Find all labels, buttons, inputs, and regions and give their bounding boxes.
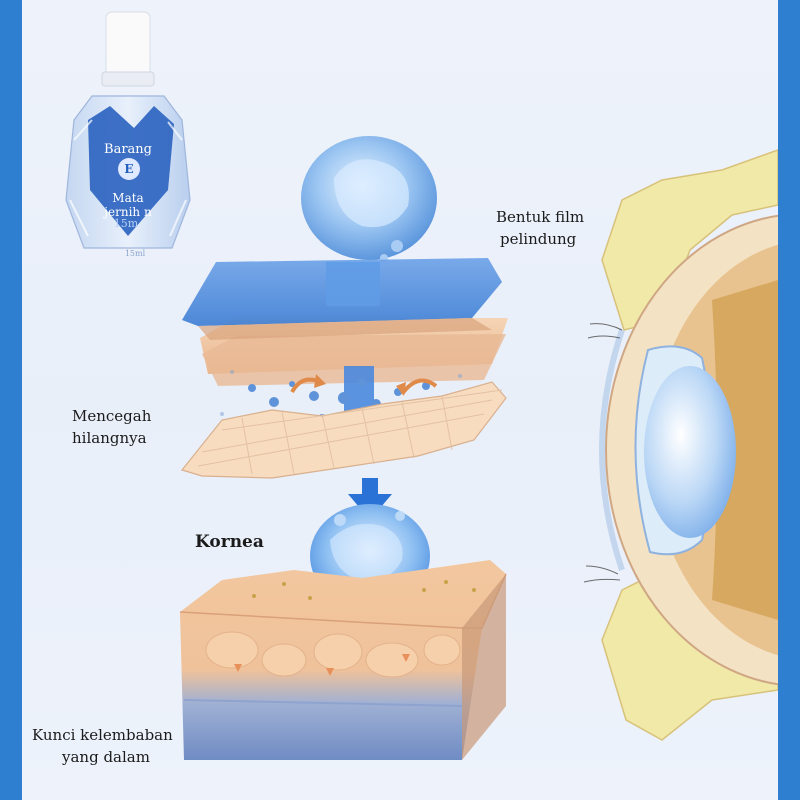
bottle-product-line-2: jernih n bbox=[104, 205, 152, 219]
bottle-fine-print: 15ml bbox=[124, 249, 146, 258]
label-cornea: Kornea bbox=[195, 532, 264, 552]
label-protective-film: Bentuk film pelindung bbox=[496, 206, 584, 250]
water-droplet bbox=[301, 136, 437, 262]
diagram-artwork bbox=[65, 11, 778, 760]
label-deep-moisture: Kunci kelembaban yang dalam bbox=[32, 724, 173, 768]
label-deep-moisture-line-2: yang dalam bbox=[62, 748, 150, 766]
background-dots bbox=[220, 370, 462, 416]
bottle-brand-label: Barang bbox=[104, 142, 152, 157]
label-deep-moisture-line-1: Kunci kelembaban bbox=[32, 726, 173, 744]
eye-cross-section bbox=[583, 149, 778, 741]
tissue-grid-layer bbox=[180, 381, 507, 479]
circulation-arrow-head-left bbox=[314, 374, 326, 388]
label-protective-film-line-2: pelindung bbox=[500, 230, 577, 248]
label-prevent-loss-line-2: hilangnya bbox=[72, 429, 147, 447]
bottle-product-line-1: Mata bbox=[112, 191, 144, 205]
skin-block bbox=[179, 560, 507, 760]
protective-film-layer bbox=[182, 258, 508, 386]
label-prevent-loss: Mencegah hilangnya bbox=[72, 405, 151, 449]
absorption-beam bbox=[326, 262, 380, 306]
bottle-letter-badge: E bbox=[118, 158, 140, 180]
circulation-arrow-head-right bbox=[396, 382, 406, 396]
label-protective-film-line-1: Bentuk film bbox=[496, 208, 585, 226]
infographic-canvas: Barang E Mata jernih n 15m 15ml Bentuk f… bbox=[22, 0, 778, 800]
bottle-product-name: Mata jernih n bbox=[84, 191, 172, 219]
bottle-volume: 15m bbox=[113, 217, 139, 230]
label-prevent-loss-line-1: Mencegah bbox=[72, 407, 152, 425]
